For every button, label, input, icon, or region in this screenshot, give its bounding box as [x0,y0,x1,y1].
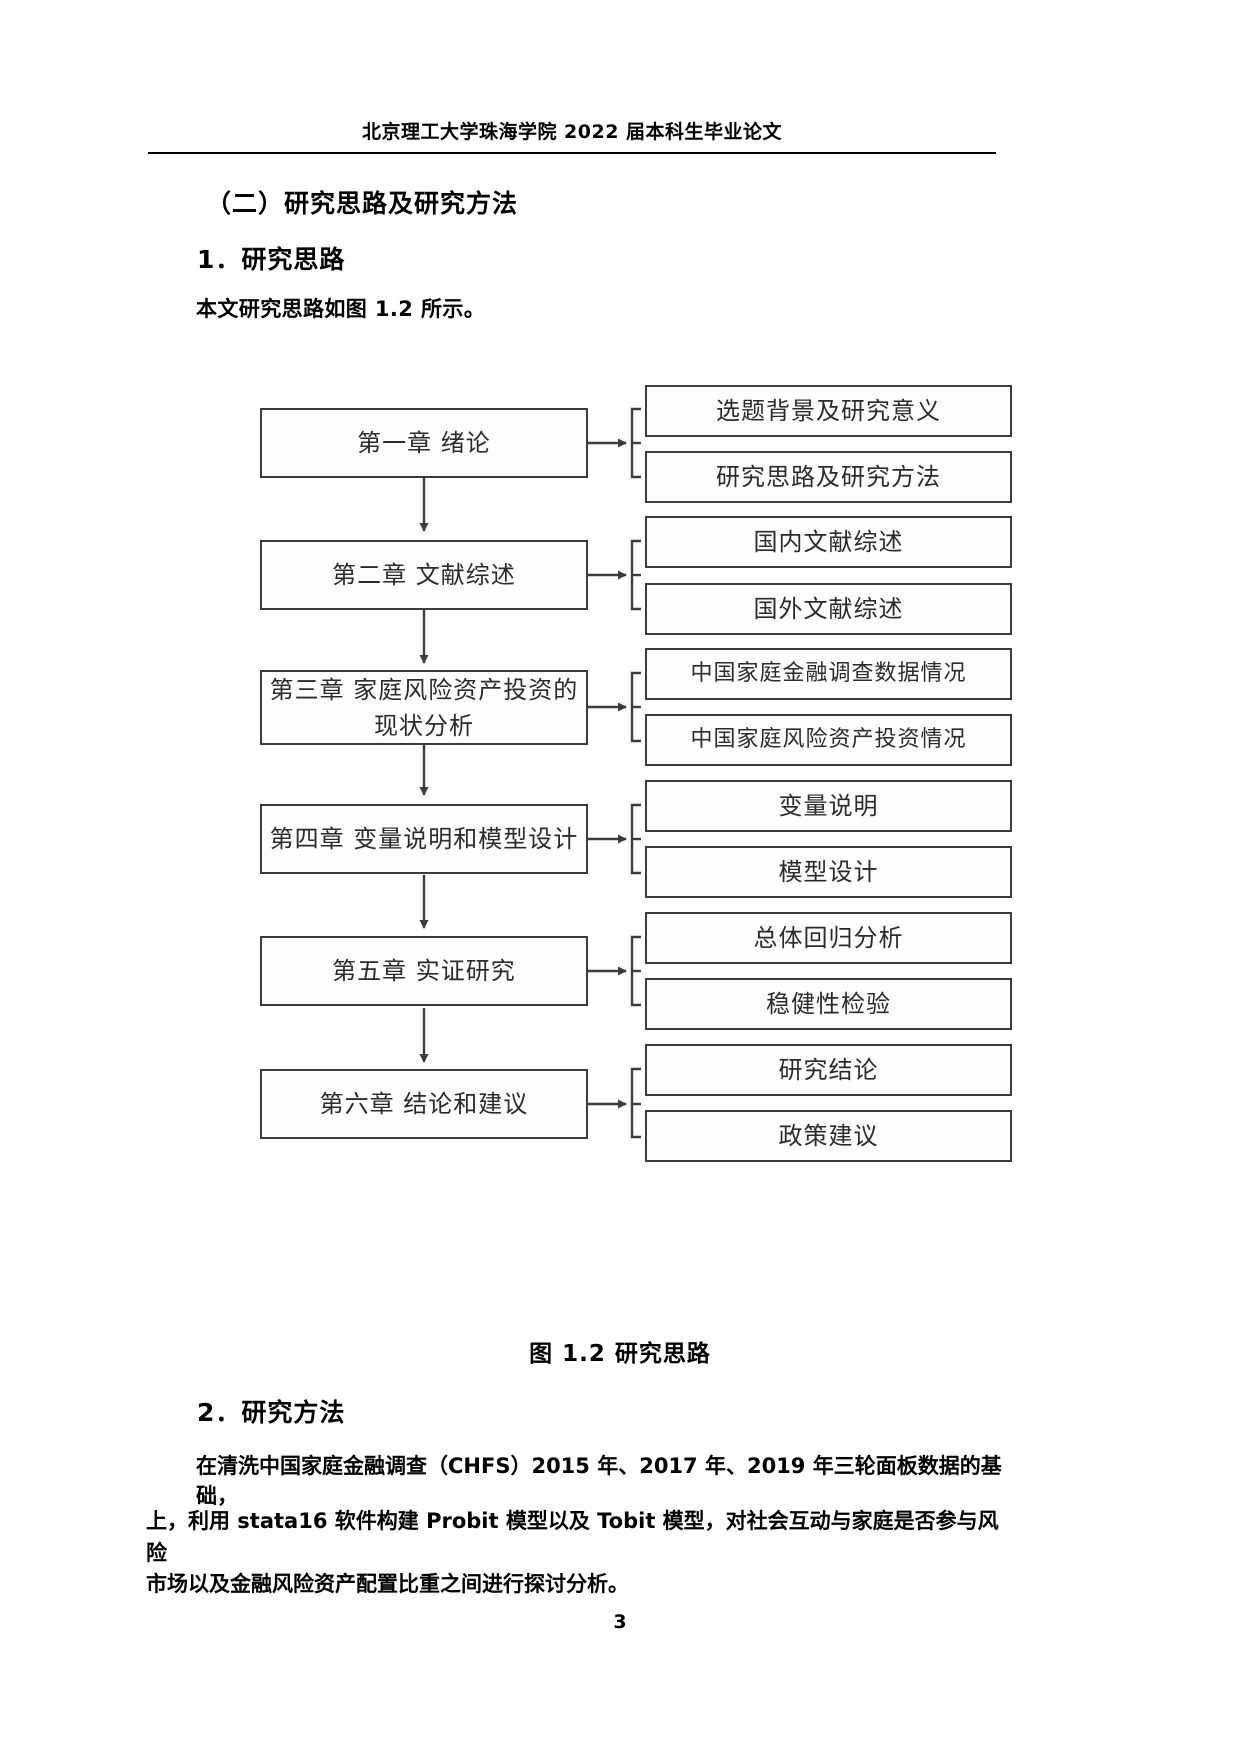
flow-node-ch1-sub-2-label: 研究思路及研究方法 [716,463,941,491]
flow-node-chapter-1-label: 第一章 绪论 [357,429,491,457]
flow-node-ch3-sub-2-label: 中国家庭风险资产投资情况 [690,727,967,752]
flow-node-chapter-3-label-line1: 第三章 家庭风险资产投资的 [269,675,579,704]
flow-node-ch5-sub-2: 稳健性检验 [645,978,1012,1030]
flow-node-ch4-sub-1: 变量说明 [645,780,1012,832]
page-number: 3 [613,1611,627,1633]
method-paragraph-line-3: 上，利用 stata16 软件构建 Probit 模型以及 Tobit 模型，对… [146,1509,999,1533]
subheading-research-method: 2．研究方法 [197,1398,346,1427]
flow-node-ch2-sub-1: 国内文献综述 [645,516,1012,568]
page-header: 北京理工大学珠海学院 2022 届本科生毕业论文 [148,118,996,154]
flow-node-ch6-sub-1-label: 研究结论 [778,1056,879,1084]
flow-node-ch4-sub-2-label: 模型设计 [778,858,879,886]
flow-node-ch2-sub-1-label: 国内文献综述 [753,528,904,556]
method-paragraph-line-5: 市场以及金融风险资产配置比重之间进行探讨分析。 [146,1572,629,1596]
intro-paragraph: 本文研究思路如图 1.2 所示。 [196,297,486,321]
flow-node-ch2-sub-2: 国外文献综述 [645,583,1012,635]
section-heading: （二）研究思路及研究方法 [206,189,519,218]
flow-node-ch3-sub-1: 中国家庭金融调查数据情况 [645,648,1012,700]
header-divider [148,152,996,154]
method-paragraph-line-4: 险 [146,1541,167,1565]
flow-node-ch4-sub-1-label: 变量说明 [778,792,879,820]
flow-node-chapter-4: 第四章 变量说明和模型设计 [260,804,588,874]
flow-node-chapter-3-label-line2: 现状分析 [374,711,474,740]
figure-caption: 图 1.2 研究思路 [529,1341,711,1367]
flow-node-ch1-sub-1: 选题背景及研究意义 [645,385,1012,437]
flow-node-ch5-sub-1: 总体回归分析 [645,912,1012,964]
flow-node-chapter-2-label: 第二章 文献综述 [332,561,516,589]
flow-node-ch6-sub-1: 研究结论 [645,1044,1012,1096]
flow-node-ch5-sub-1-label: 总体回归分析 [753,924,904,952]
flow-node-ch3-sub-2: 中国家庭风险资产投资情况 [645,714,1012,766]
flow-node-ch2-sub-2-label: 国外文献综述 [753,595,904,623]
subheading-research-approach: 1．研究思路 [197,245,346,274]
running-title: 北京理工大学珠海学院 2022 届本科生毕业论文 [361,121,783,143]
flow-node-ch6-sub-2-label: 政策建议 [778,1122,879,1150]
flow-node-chapter-5: 第五章 实证研究 [260,936,588,1006]
flow-node-ch6-sub-2: 政策建议 [645,1110,1012,1162]
flow-node-chapter-4-label: 第四章 变量说明和模型设计 [269,825,579,853]
flow-node-chapter-5-label: 第五章 实证研究 [332,957,516,985]
flow-node-chapter-6: 第六章 结论和建议 [260,1069,588,1139]
flow-node-chapter-3: 第三章 家庭风险资产投资的 现状分析 [260,670,588,745]
method-paragraph-line-2: 础， [196,1484,238,1508]
flow-node-chapter-2: 第二章 文献综述 [260,540,588,610]
flow-node-ch1-sub-1-label: 选题背景及研究意义 [716,397,941,425]
flow-node-ch3-sub-1-label: 中国家庭金融调查数据情况 [690,661,967,686]
flow-node-chapter-6-label: 第六章 结论和建议 [319,1090,529,1118]
flow-node-ch4-sub-2: 模型设计 [645,846,1012,898]
flow-node-chapter-1: 第一章 绪论 [260,408,588,478]
method-paragraph-line-1: 在清洗中国家庭金融调查（CHFS）2015 年、2017 年、2019 年三轮面… [196,1454,1002,1478]
flow-node-ch1-sub-2: 研究思路及研究方法 [645,451,1012,503]
flow-node-ch5-sub-2-label: 稳健性检验 [766,990,891,1018]
